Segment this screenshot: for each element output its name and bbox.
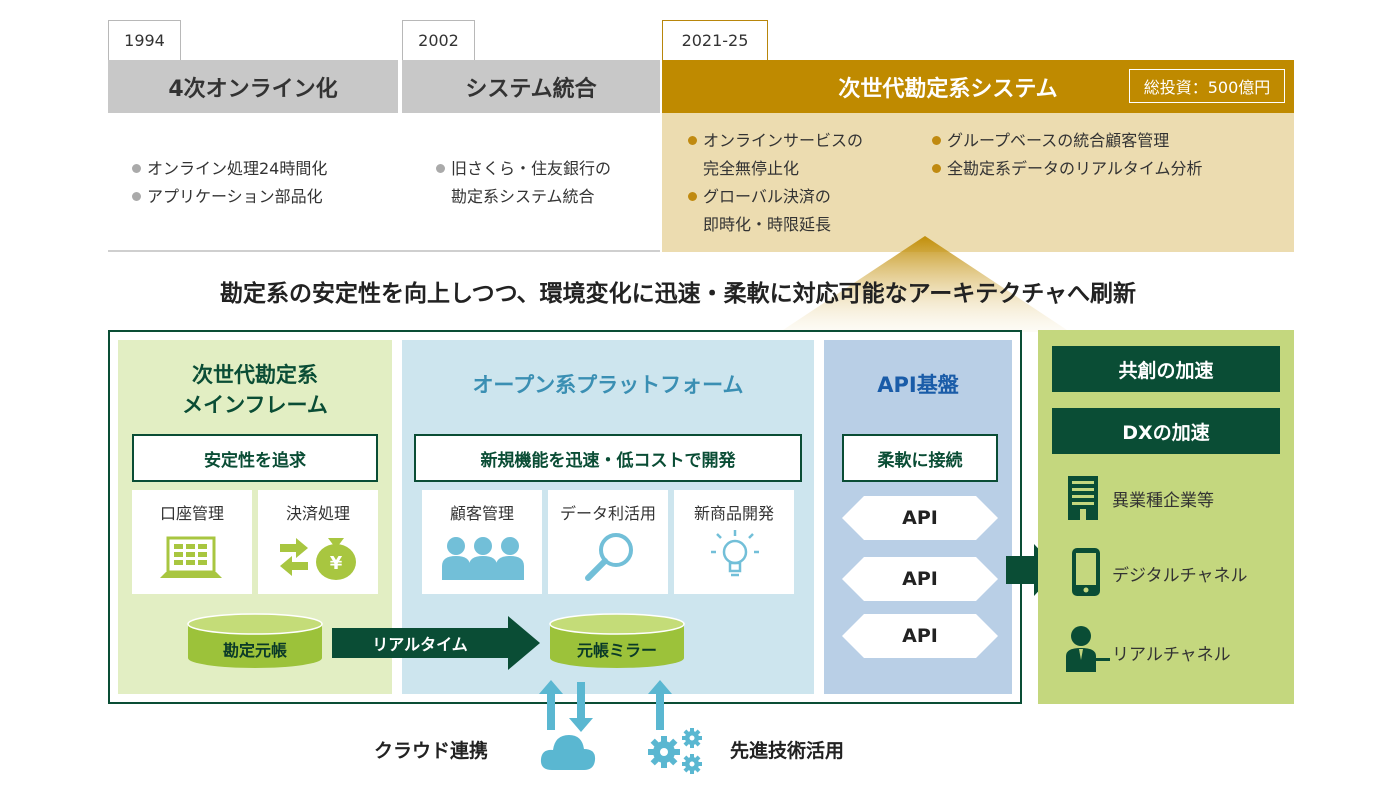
phase-bullets-2002: 旧さくら・住友銀行の 勘定系システム統合 (436, 155, 656, 211)
bullet-dot-icon (132, 192, 141, 201)
phase-title-2021: 次世代勘定系システム (662, 60, 1294, 113)
card-settlement: 決済処理 ¥ (258, 490, 378, 594)
gears-icon (648, 728, 702, 774)
phase-bullets-1994: オンライン処理24時間化 アプリケーション部品化 (132, 155, 392, 211)
bullet-dot-icon (132, 164, 141, 173)
smartphone-icon (1072, 548, 1100, 596)
api-hex-icon (842, 557, 998, 601)
year-tab-1994: 1994 (108, 20, 181, 60)
mirror-label: 元帳ミラー (576, 641, 657, 660)
phase-detail-2021 (662, 113, 1294, 252)
bullet-item-cont: 即時化・時限延長 (703, 215, 832, 234)
bullet-dot-icon (436, 164, 445, 173)
investment-badge: 総投資：500億円 (1129, 69, 1285, 103)
api-item: API (902, 507, 938, 529)
exchange-yen-bag-icon: ¥ (280, 538, 356, 580)
bullet-item: 旧さくら・住友銀行の (436, 155, 656, 183)
bullet-dot-icon (688, 192, 697, 201)
bullet-item-cont: 完全無停止化 (703, 159, 800, 178)
phase-title-2002: システム統合 (402, 60, 660, 113)
headline: 勘定系の安定性を向上しつつ、環境変化に迅速・柔軟に対応可能なアーキテクチャへ刷新 (219, 281, 1137, 307)
mainframe-title: 次世代勘定系メインフレーム (182, 363, 328, 417)
year-tab-2002: 2002 (402, 20, 475, 60)
channel-other-industries: 異業種企業等 (1112, 491, 1214, 511)
open-platform-title: オープン系プラットフォーム (472, 373, 744, 397)
channel-physical: リアルチャネル (1112, 645, 1231, 665)
bullet-item: 全勘定系データのリアルタイム分析 (932, 155, 1272, 183)
card-account-management: 口座管理 (132, 490, 252, 594)
svg-text:¥: ¥ (330, 553, 343, 574)
laptop-spreadsheet-icon (160, 536, 222, 578)
cloud-icon (540, 735, 596, 770)
bullet-item: オンライン処理24時間化 (132, 155, 392, 183)
bullet-item: グローバル決済の (688, 183, 918, 211)
bullet-dot-icon (932, 136, 941, 145)
bullet-dot-icon (688, 136, 697, 145)
clerk-icon (1066, 626, 1110, 672)
year-tab-2021-25: 2021-25 (662, 20, 768, 60)
glow-triangle-icon (780, 236, 1070, 332)
card-new-product-development: 新商品開発 (674, 490, 794, 594)
lightbulb-icon (711, 530, 759, 577)
api-hex-icon (842, 496, 998, 540)
card-data-utilization: データ利活用 (548, 490, 668, 594)
bullet-item: アプリケーション部品化 (132, 183, 392, 211)
bullet-dot-icon (932, 164, 941, 173)
magnifier-icon (585, 533, 633, 581)
cloud-sync-arrows-icon (539, 680, 593, 732)
bullet-item: グループベースの統合顧客管理 (932, 127, 1272, 155)
mainframe-subtitle: 安定性を追求 (132, 434, 378, 482)
bullet-item-cont: 勘定系システム統合 (451, 187, 595, 206)
api-hex-icon (842, 614, 998, 658)
phase-bullets-2021-right: グループベースの統合顧客管理 全勘定系データのリアルタイム分析 (932, 127, 1272, 183)
phase-detail-divider (108, 113, 660, 252)
mirror-database-icon (549, 613, 685, 668)
phase-bullets-2021-left: オンラインサービスの 完全無停止化 グローバル決済の 即時化・時限延長 (688, 127, 918, 239)
year-label: 2002 (418, 31, 459, 50)
co-creation-label: 共創の加速 (1052, 346, 1280, 392)
channel-digital: デジタルチャネル (1112, 566, 1248, 586)
open-platform-subtitle: 新規機能を迅速・低コストで開発 (414, 434, 802, 482)
tech-up-arrow-icon (648, 680, 672, 730)
building-icon (1068, 476, 1098, 520)
phase-title-text: 次世代勘定系システム (838, 76, 1058, 102)
api-subtitle: 柔軟に接続 (842, 434, 998, 482)
realtime-label: リアルタイム (372, 635, 468, 654)
cloud-label: クラウド連携 (374, 740, 489, 762)
realtime-arrow-icon (332, 616, 540, 670)
people-group-icon (442, 537, 524, 580)
api-item: API (902, 568, 938, 590)
phase-title-1994: 4次オンライン化 (108, 60, 398, 113)
dx-label: DXの加速 (1052, 408, 1280, 454)
api-item: API (902, 625, 938, 647)
card-customer-management: 顧客管理 (422, 490, 542, 594)
year-label: 2021-25 (681, 31, 749, 50)
ledger-database-icon (187, 613, 323, 668)
tech-label: 先進技術活用 (730, 740, 845, 762)
year-label: 1994 (124, 31, 165, 50)
bullet-item: オンラインサービスの (688, 127, 918, 155)
api-title: API基盤 (877, 373, 959, 397)
ledger-label: 勘定元帳 (222, 641, 287, 660)
